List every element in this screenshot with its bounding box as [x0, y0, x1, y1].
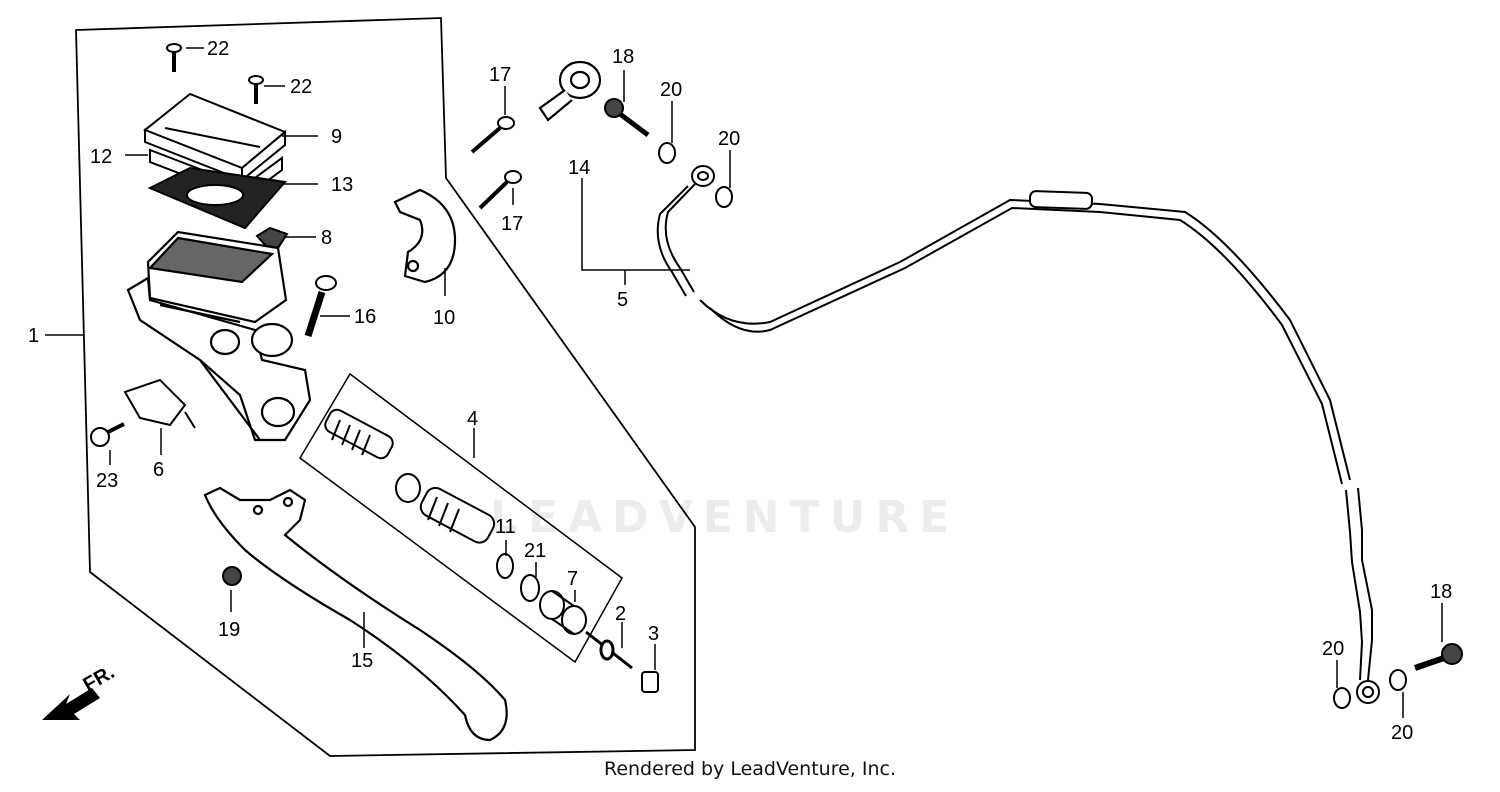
oil-bolt-top: [604, 98, 650, 137]
callout-2: 2: [615, 603, 626, 625]
callout-19: 19: [218, 619, 240, 641]
leader-lines: [45, 47, 1443, 718]
callout-21: 21: [524, 540, 546, 562]
callout-1: 1: [28, 325, 39, 347]
callout-20d: 20: [1391, 722, 1413, 744]
holder-bolt: [470, 116, 522, 210]
footer-credit: Rendered by LeadVenture, Inc.: [603, 758, 897, 780]
cap-screw: [166, 43, 264, 104]
sealing-washer-bottom: [1333, 669, 1407, 709]
callout-20c: 20: [1322, 638, 1344, 660]
callout-8: 8: [321, 227, 332, 249]
circlip-21: [520, 574, 540, 602]
callout-22b: 22: [290, 76, 312, 98]
callout-23: 23: [96, 470, 118, 492]
callout-18a: 18: [612, 46, 634, 68]
callout-7: 7: [567, 568, 578, 590]
diaphragm: [147, 166, 287, 230]
sealing-washer-top: [658, 142, 733, 208]
push-rod-nut: [641, 671, 659, 693]
callout-6: 6: [153, 459, 164, 481]
callout-20b: 20: [718, 128, 740, 150]
brake-switch: [123, 378, 196, 429]
assembly-boundary: [75, 17, 696, 757]
callout-14: 14: [568, 157, 590, 179]
piston-kit-boundary: [299, 372, 623, 664]
oil-bolt-bottom: [1414, 643, 1463, 671]
banjo-joint: [538, 60, 602, 122]
callout-18b: 18: [1430, 581, 1452, 603]
callout-22a: 22: [207, 38, 229, 60]
callout-11: 11: [495, 516, 516, 538]
push-rod: [585, 630, 633, 670]
watermark: LEADVENTURE: [490, 492, 960, 543]
callout-13: 13: [331, 174, 353, 196]
callout-17a: 17: [489, 64, 511, 86]
master-cylinder-body: [126, 230, 312, 442]
direction-label: FR.: [80, 661, 119, 696]
brake-lever: [203, 486, 508, 742]
callout-17b: 17: [501, 213, 523, 235]
lever-nut: [222, 566, 242, 586]
callout-9: 9: [331, 126, 342, 148]
callout-10: 10: [433, 307, 455, 329]
piston-cup: [395, 473, 421, 503]
pivot-bolt: [304, 275, 337, 338]
boot-7: [539, 590, 587, 635]
callout-20a: 20: [660, 79, 682, 101]
piston: [419, 486, 496, 544]
front-direction-arrow: FR.: [42, 661, 118, 720]
brake-hose: [656, 165, 1380, 704]
callout-12: 12: [90, 146, 112, 168]
callout-4: 4: [467, 408, 478, 430]
float: [255, 226, 289, 250]
clamp-holder: [393, 188, 457, 284]
callout-16: 16: [354, 306, 376, 328]
callout-3: 3: [648, 623, 659, 645]
switch-screw: [90, 422, 125, 447]
piston-spring: [324, 408, 394, 460]
callout-5: 5: [617, 289, 628, 311]
washer-11: [496, 553, 514, 579]
callout-15: 15: [351, 650, 373, 672]
